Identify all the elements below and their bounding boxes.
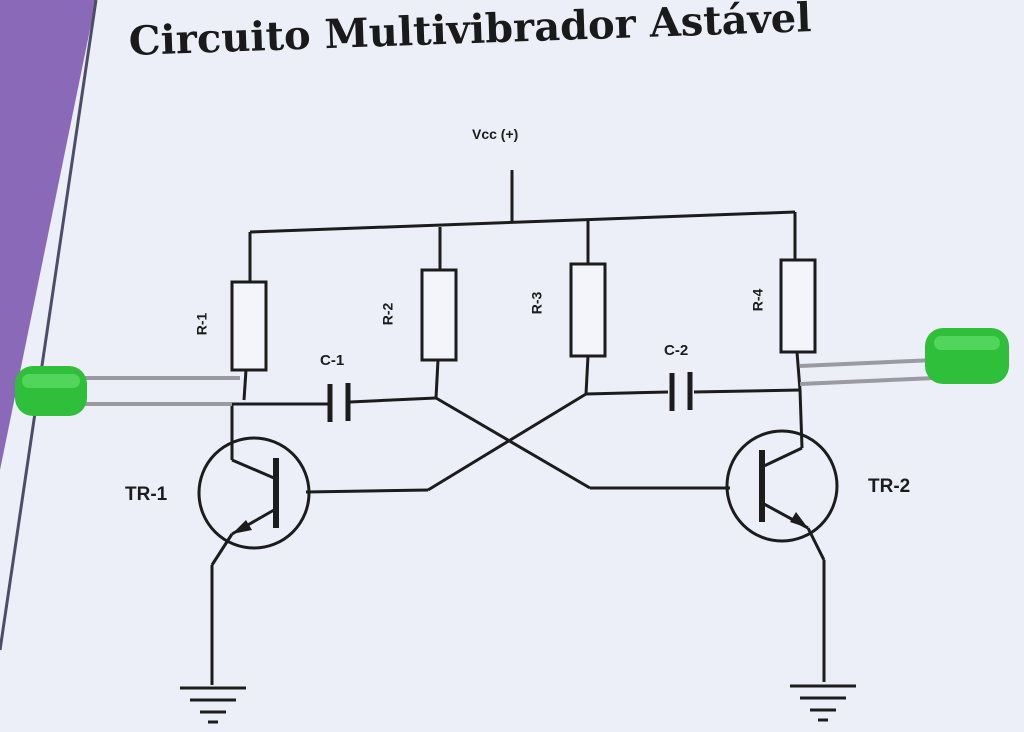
- r3-label: R-3: [528, 291, 545, 315]
- paper-edge: [0, 0, 98, 651]
- tr1-label: TR-1: [125, 484, 168, 505]
- circuit-wires: [210, 170, 826, 685]
- capacitor-c2: [669, 372, 693, 411]
- ground-left: [180, 686, 246, 724]
- capacitor-c1: [327, 383, 351, 422]
- transistor-tr1: [197, 436, 311, 550]
- c1-label: C-1: [320, 352, 345, 369]
- r2-label: R-2: [379, 302, 396, 326]
- r1-label: R-1: [193, 312, 210, 336]
- ground-right: [790, 684, 856, 722]
- c2-label: C-2: [664, 342, 689, 359]
- transistor-tr2: [725, 429, 839, 543]
- tr2-label: TR-2: [868, 476, 911, 497]
- resistor-r4: [779, 258, 817, 354]
- led-left: [15, 366, 240, 416]
- r4-label: R-4: [749, 288, 766, 312]
- resistor-r2: [420, 268, 458, 362]
- resistor-r1: [230, 280, 268, 372]
- resistor-r3: [569, 262, 607, 358]
- led-right: [799, 328, 1009, 386]
- vcc-label: Vcc (+): [472, 126, 519, 142]
